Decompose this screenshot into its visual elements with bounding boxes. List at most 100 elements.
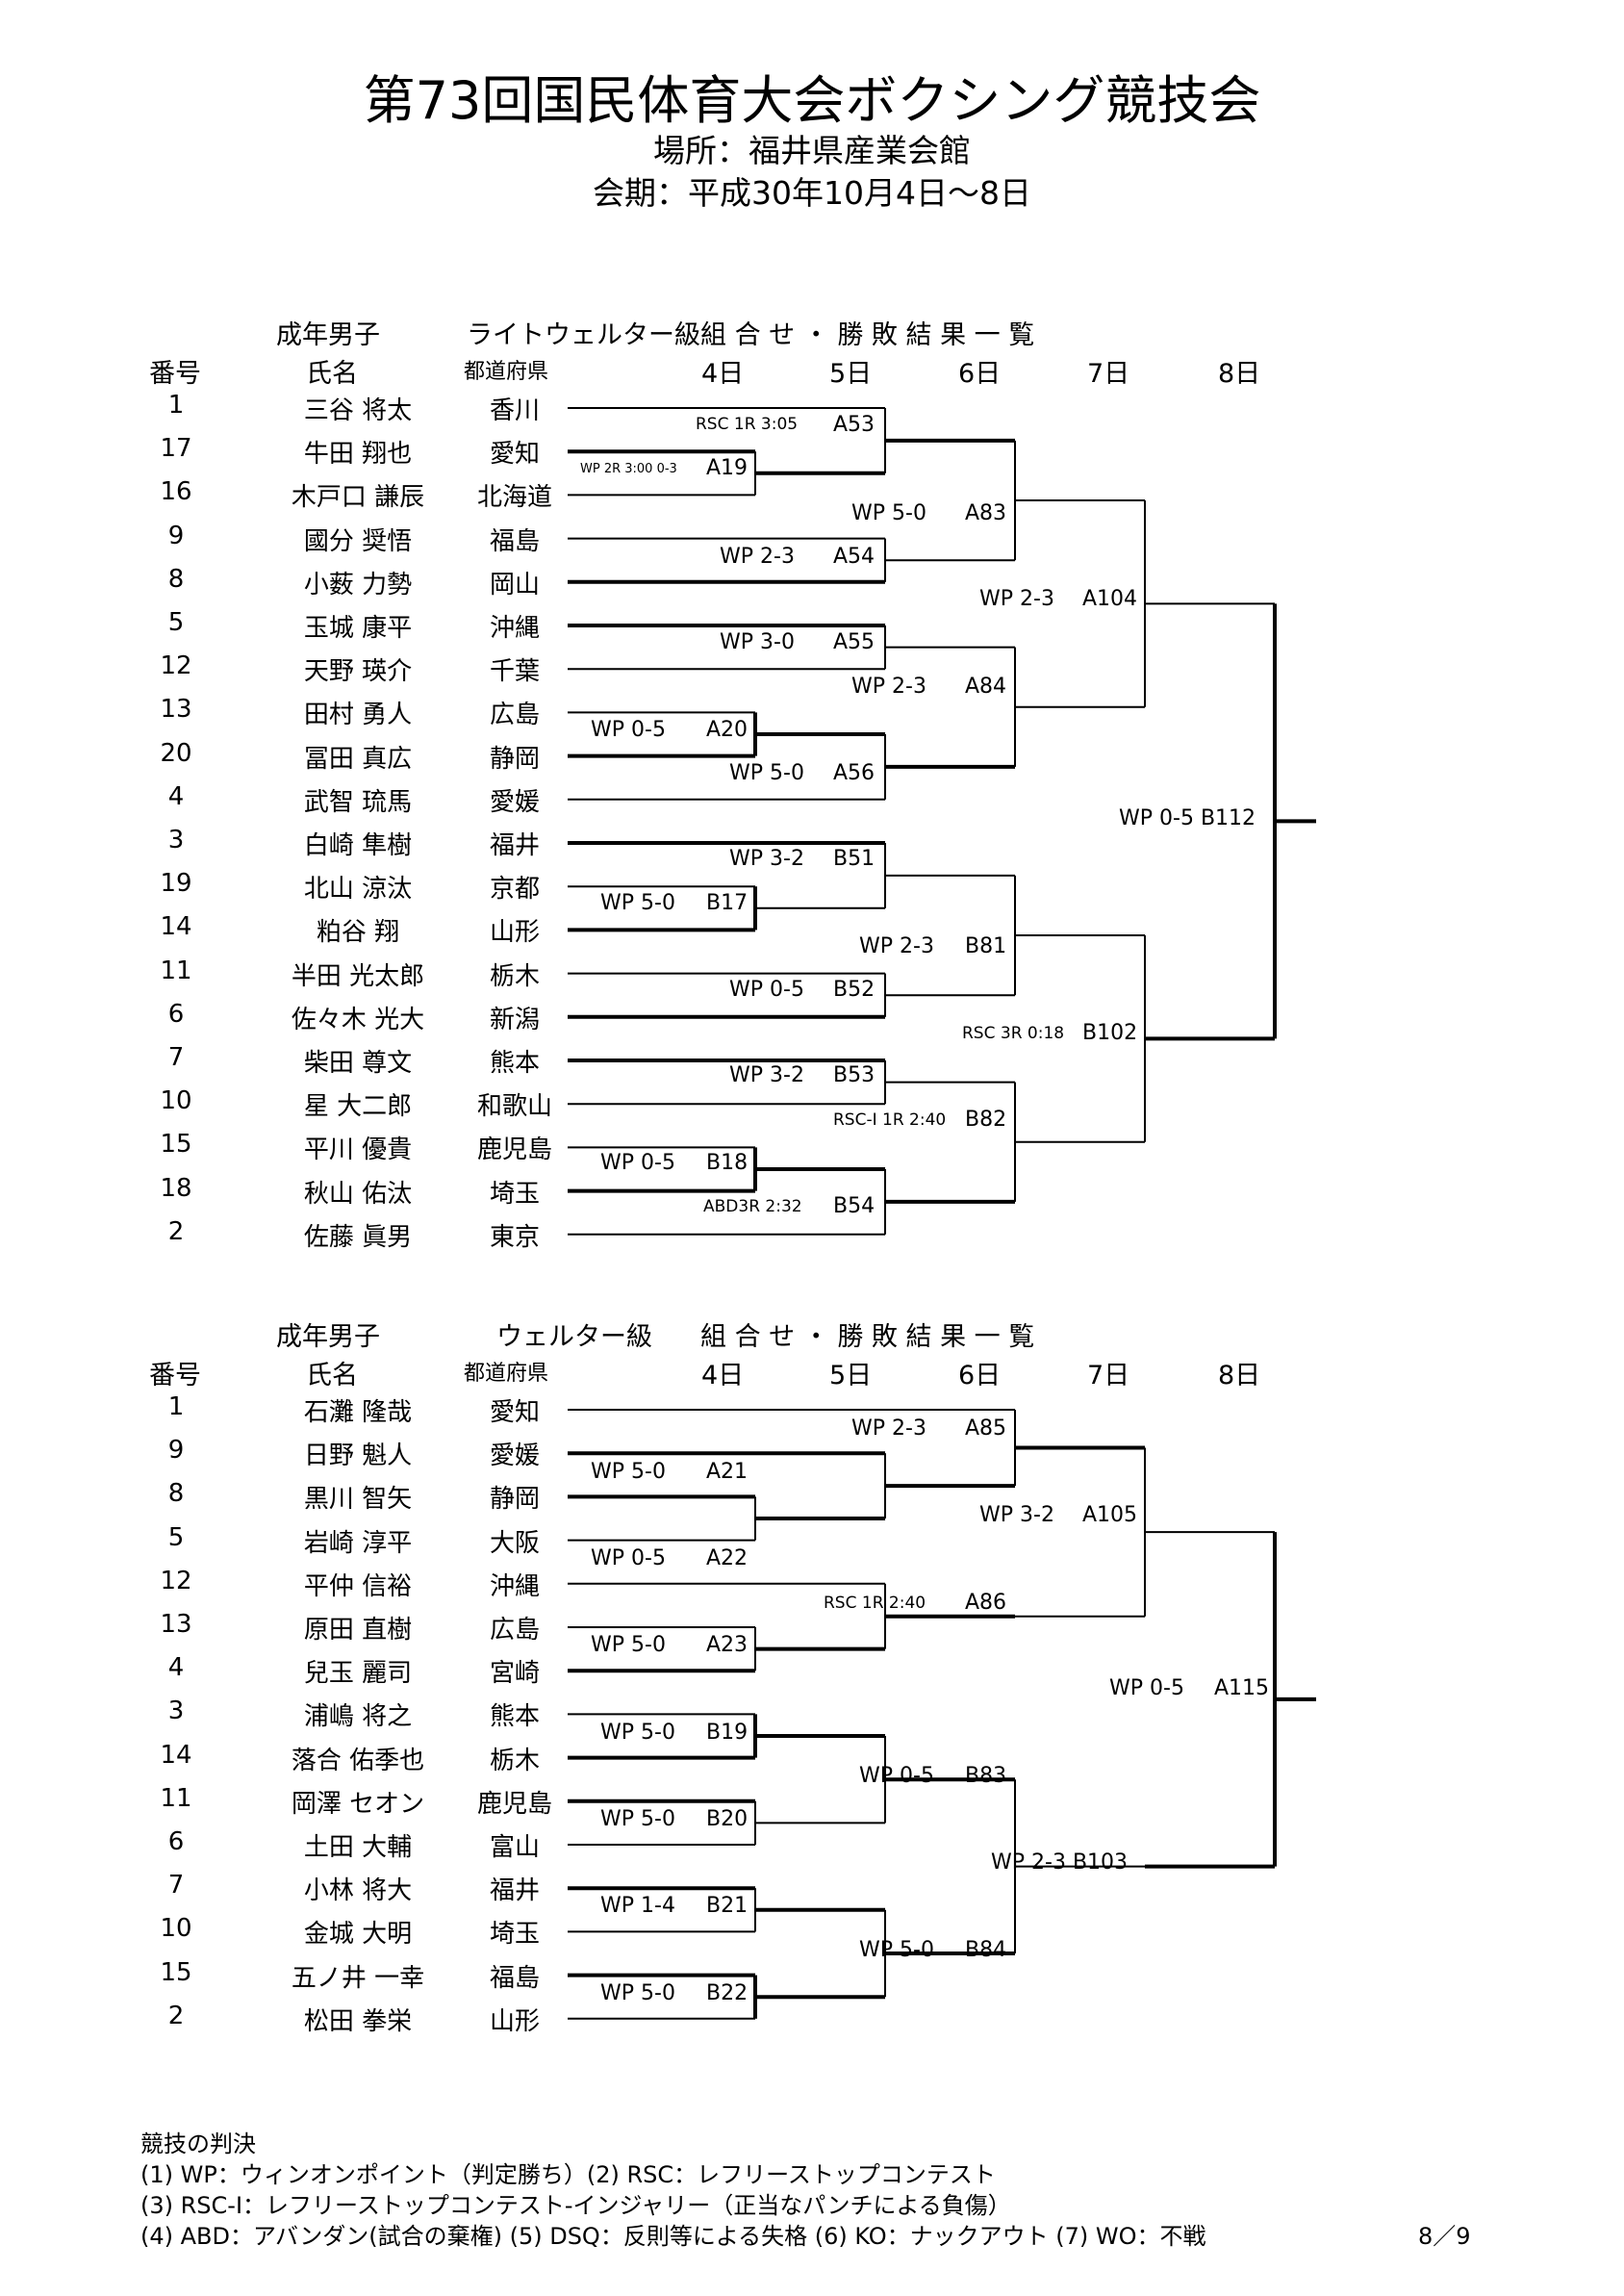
summary-2: 組 合 せ ・ 勝 敗 結 果 一 覧 <box>700 1322 1035 1352</box>
day-8-2: 8日 <box>1218 1361 1261 1390</box>
result-label: RSC 1R 2:40 <box>824 1594 926 1613</box>
entry-prefecture: 北海道 <box>476 483 552 513</box>
period: 会期：平成30年10月4日～8日 <box>593 174 1031 212</box>
final-result: WP 0-5 B112 <box>1119 806 1256 830</box>
entry-prefecture: 福井 <box>489 1876 540 1906</box>
entry-number: 10 <box>160 1086 192 1116</box>
bout-id: A22 <box>706 1546 749 1570</box>
entry-prefecture: 新潟 <box>489 1005 540 1034</box>
entry-name: 五ノ井 一幸 <box>291 1963 425 1993</box>
entry-name: 北山 涼汰 <box>303 875 413 905</box>
entry-name: 白崎 隼樹 <box>303 831 413 860</box>
entry-number: 15 <box>160 1130 192 1160</box>
bout-id: B17 <box>706 891 749 915</box>
entry-number: 7 <box>167 1043 185 1072</box>
result-label: WP 2-3 <box>851 675 926 699</box>
result-label: WP 5-0 <box>600 891 675 915</box>
entry-prefecture: 岡山 <box>489 570 540 600</box>
bout-id: A104 <box>1082 587 1138 611</box>
entry-prefecture: 山形 <box>489 2006 540 2036</box>
entry-prefecture: 広島 <box>489 1616 540 1645</box>
result-label: WP 0-5 <box>591 1546 666 1570</box>
entry-prefecture: 埼玉 <box>489 1920 540 1950</box>
col-num-1: 番号 <box>149 359 201 389</box>
legend-heading: 競技の判決 <box>140 2130 256 2157</box>
result-label: WP 5-0 <box>591 1460 666 1484</box>
col-num-2: 番号 <box>149 1361 201 1390</box>
result-label: WP 2R 3:00 0-3 <box>580 462 677 476</box>
entry-number: 11 <box>160 1783 192 1813</box>
entry-prefecture: 山形 <box>489 918 540 948</box>
bout-id: A105 <box>1082 1503 1138 1527</box>
entry-prefecture: 鹿児島 <box>476 1135 552 1165</box>
result-label: WP 2-3 <box>851 1416 926 1441</box>
entry-name: 日野 魁人 <box>303 1441 413 1471</box>
entry-prefecture: 栃木 <box>489 961 540 991</box>
bout-id: B22 <box>706 1981 749 2005</box>
day-6-1: 6日 <box>958 359 1002 389</box>
entry-number: 2 <box>167 2001 185 2030</box>
day-6-2: 6日 <box>958 1361 1002 1390</box>
bout-id: B53 <box>833 1063 875 1087</box>
entry-name: 國分 奨悟 <box>303 526 413 556</box>
entry-name: 岡澤 セオン <box>291 1789 425 1819</box>
bout-id: B52 <box>833 978 875 1002</box>
bout-id: A84 <box>965 675 1007 699</box>
entry-prefecture: 愛媛 <box>489 1441 540 1471</box>
entry-prefecture: 鹿児島 <box>476 1789 552 1819</box>
entry-prefecture: 沖縄 <box>489 1571 540 1601</box>
entry-prefecture: 愛媛 <box>489 787 540 817</box>
entry-prefecture: 宮崎 <box>489 1659 540 1689</box>
entry-number: 4 <box>167 1653 185 1683</box>
category-1: 成年男子 <box>276 320 380 350</box>
entry-number: 17 <box>160 434 192 464</box>
result-label: WP 5-0 <box>859 1938 934 1962</box>
entry-number: 3 <box>167 826 185 855</box>
result-label: WP 5-0 <box>600 1981 675 2005</box>
entry-prefecture: 熊本 <box>489 1702 540 1732</box>
col-name-1: 氏名 <box>306 359 358 389</box>
entry-prefecture: 広島 <box>489 701 540 730</box>
entry-number: 13 <box>160 695 192 725</box>
entry-number: 14 <box>160 1740 192 1770</box>
bout-id: A83 <box>965 501 1007 525</box>
entry-name: 佐藤 眞男 <box>303 1222 413 1252</box>
col-pref-2: 都道府県 <box>464 1362 549 1386</box>
entry-prefecture: 和歌山 <box>476 1092 552 1122</box>
entry-name: 浦嶋 将之 <box>303 1702 413 1732</box>
entry-name: 冨田 真広 <box>303 744 413 774</box>
bout-id: B19 <box>706 1721 749 1745</box>
entry-name: 天野 瑛介 <box>303 657 413 687</box>
entry-number: 16 <box>160 477 192 507</box>
entry-name: 平川 優貴 <box>303 1135 413 1165</box>
entry-number: 8 <box>167 1479 185 1509</box>
bout-id: A86 <box>965 1591 1007 1615</box>
legend-line: (3) RSC-I：レフリーストップコンテスト-インジャリー（正当なパンチによる… <box>140 2192 1011 2219</box>
entry-number: 9 <box>167 521 185 550</box>
entry-name: 星 大二郎 <box>303 1092 413 1122</box>
result-label: WP 2-3 <box>720 545 795 569</box>
day-4-2: 4日 <box>701 1361 745 1390</box>
entry-number: 5 <box>167 1522 185 1552</box>
day-7-1: 7日 <box>1087 359 1130 389</box>
entry-number: 3 <box>167 1696 185 1726</box>
entry-name: 小林 将大 <box>303 1876 413 1906</box>
bout-id: B20 <box>706 1807 749 1831</box>
result-label: RSC-I 1R 2:40 <box>833 1110 947 1130</box>
bout-id: B21 <box>706 1894 749 1918</box>
result-label: WP 3-0 <box>720 630 795 654</box>
bout-id: A23 <box>706 1633 749 1657</box>
entry-number: 14 <box>160 912 192 942</box>
col-pref-1: 都道府県 <box>464 360 549 384</box>
entry-number: 12 <box>160 1566 192 1595</box>
entry-name: 兒玉 麗司 <box>303 1659 413 1689</box>
entry-name: 田村 勇人 <box>303 701 413 730</box>
entry-name: 原田 直樹 <box>303 1616 413 1645</box>
entry-name: 半田 光太郎 <box>291 961 425 991</box>
entry-number: 5 <box>167 608 185 637</box>
entry-prefecture: 京都 <box>489 875 540 905</box>
entry-prefecture: 香川 <box>489 396 540 425</box>
day-4-1: 4日 <box>701 359 745 389</box>
entry-name: 岩崎 淳平 <box>303 1528 413 1558</box>
entry-prefecture: 富山 <box>489 1833 540 1862</box>
